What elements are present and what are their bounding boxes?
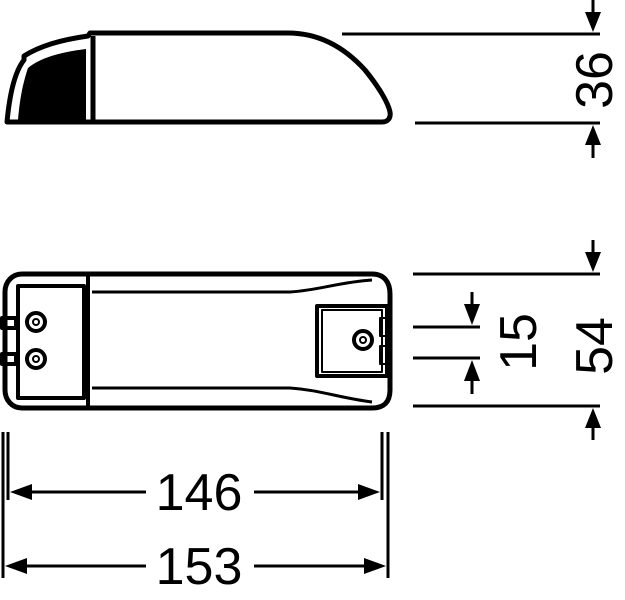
screw-icon [25,311,47,333]
end-cap-fill [18,49,86,120]
screw-inner [32,355,40,363]
side-view-body-outline [4,30,393,125]
connector-inner [321,309,383,373]
side-view [4,30,393,125]
dimension-height [342,0,601,158]
left-tab-top [0,316,18,330]
inner-channel-bottom [92,386,373,404]
dimension-label-153: 153 [156,538,243,596]
top-view [0,271,393,411]
dimension-terminal-spacing [413,292,480,394]
arrow-left-icon [5,558,27,574]
arrow-up-icon [464,360,480,381]
connector-latch-top [379,317,389,337]
arrow-down-icon [585,252,601,272]
dimension-label-36: 36 [566,51,624,109]
arrow-down-icon [585,12,601,32]
screw-inner [359,336,367,344]
connector-box [315,304,389,378]
arrow-right-icon [364,558,386,574]
screw-icon [25,348,47,370]
arrow-right-icon [358,484,380,500]
arrow-up-icon [585,125,601,145]
end-cap-highlight [27,47,87,65]
arrow-up-icon [585,408,601,428]
dimension-width [413,240,601,440]
connector-latch-bottom [379,345,389,365]
top-view-body-outline [2,271,393,411]
screw-inner [32,318,40,326]
inner-channel-top [92,278,373,294]
arrow-left-icon [10,484,32,500]
dimension-lengths [1,432,390,578]
terminal-block [16,284,86,400]
screw-icon [352,329,374,351]
dimension-label-146: 146 [156,464,243,522]
screw-terminals [25,311,374,370]
arrow-down-icon [464,304,480,325]
dimension-label-15: 15 [490,313,548,371]
dimension-label-54: 54 [566,317,624,375]
left-tab-bottom [0,352,18,366]
